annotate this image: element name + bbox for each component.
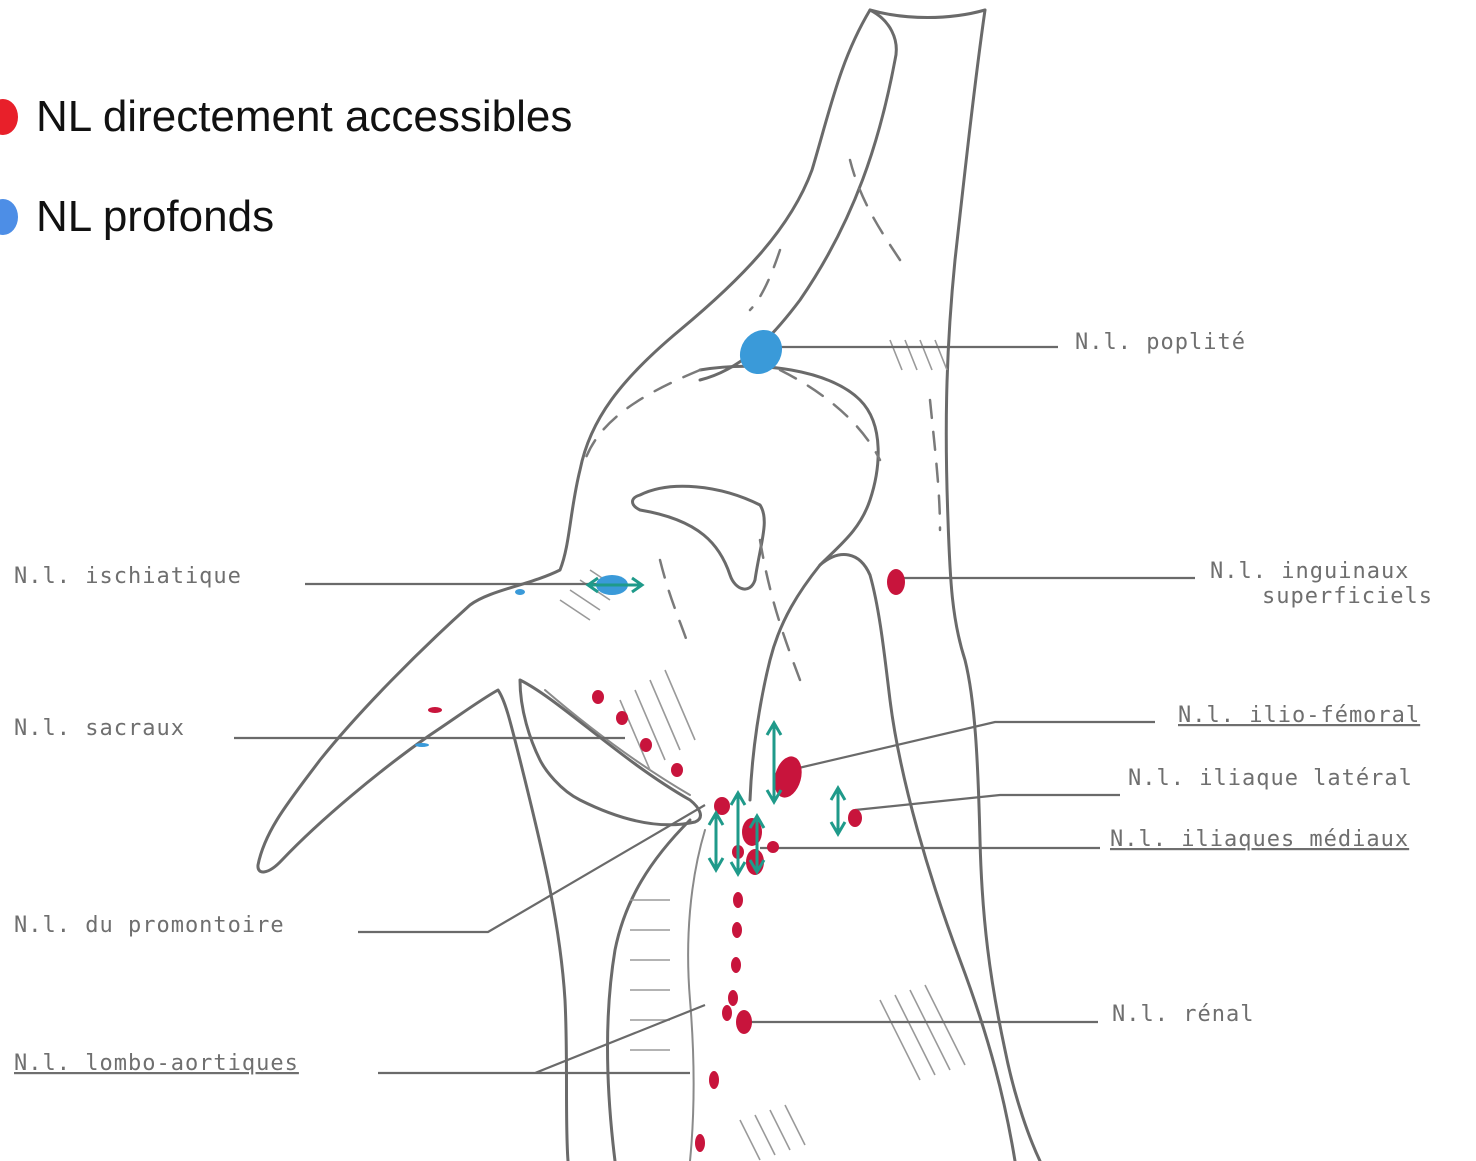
node-sacral: [671, 763, 683, 777]
node-poplite: [731, 322, 790, 383]
double-arrow-icon: [709, 813, 723, 870]
node-sacral-small-blue: [415, 743, 429, 747]
node-sacral: [616, 711, 628, 725]
labels: N.l. poplité N.l. ischiatique N.l. ingui…: [14, 330, 1433, 1076]
vertebral-column-inner: [688, 830, 705, 1161]
ischium-contour: [633, 486, 765, 589]
dashed-line: [850, 160, 900, 260]
label-poplite: N.l. poplité: [1075, 330, 1246, 355]
dashed-line: [760, 540, 800, 680]
lymph-nodes: [415, 322, 905, 1152]
dashed-line: [660, 560, 690, 650]
tail-contour: [520, 680, 700, 825]
label-inguinaux: N.l. inguinaux: [1210, 559, 1409, 584]
tail-inner-line: [545, 690, 690, 795]
leader-lombo-aortiques: [378, 1005, 705, 1073]
label-ilio-femoral: N.l. ilio-fémoral: [1178, 703, 1420, 728]
node-ischiatique-small: [515, 589, 525, 595]
hatch-lines: [890, 340, 947, 370]
node-lombo-aortique: [733, 892, 743, 908]
label-inguinaux-line2: superficiels: [1262, 584, 1433, 609]
dashed-line: [930, 400, 940, 530]
node-lombo-aortique: [695, 1134, 705, 1152]
hatch-lines: [620, 670, 695, 770]
double-arrow-icon: [831, 788, 845, 834]
label-iliaques-mediaux: N.l. iliaques médiaux: [1110, 827, 1409, 852]
limb-outline: [258, 10, 1040, 1161]
hatch-lines: [740, 1105, 805, 1160]
inguinal-fold: [820, 555, 1015, 1161]
node-lombo-aortique: [709, 1071, 719, 1089]
dashed-lines: [585, 160, 940, 680]
flow-arrows: [588, 578, 845, 874]
label-promontoire: N.l. du promontoire: [14, 913, 285, 938]
node-lombo-aortique: [732, 922, 742, 938]
label-ischiatique: N.l. ischiatique: [14, 564, 242, 589]
node-sacral: [592, 690, 604, 704]
node-lombo-aortique: [731, 957, 741, 973]
hatch-lines: [880, 985, 965, 1080]
label-renal: N.l. rénal: [1112, 1002, 1254, 1027]
stifle-curve: [700, 366, 878, 565]
node-sacral: [640, 738, 652, 752]
node-sacral-small: [428, 707, 442, 713]
leader-ilio-femoral: [790, 722, 1155, 770]
node-iliaque-lateral: [848, 809, 862, 827]
label-sacraux: N.l. sacraux: [14, 716, 185, 741]
label-iliaque-lateral: N.l. iliaque latéral: [1128, 766, 1413, 791]
leg-contour-right: [946, 10, 1040, 1161]
node-renal: [722, 1005, 732, 1021]
leader-iliaque-lateral: [855, 795, 1120, 810]
node-lombo-aortique: [728, 990, 738, 1006]
dashed-line: [780, 370, 880, 460]
node-renal: [736, 1010, 752, 1034]
node-inguinaux: [887, 569, 905, 595]
leader-lines: [234, 347, 1195, 1073]
node-iliaque-medial: [767, 841, 779, 853]
thigh-inner-curve: [700, 10, 896, 380]
label-lombo-aortiques: N.l. lombo-aortiques: [14, 1051, 299, 1076]
